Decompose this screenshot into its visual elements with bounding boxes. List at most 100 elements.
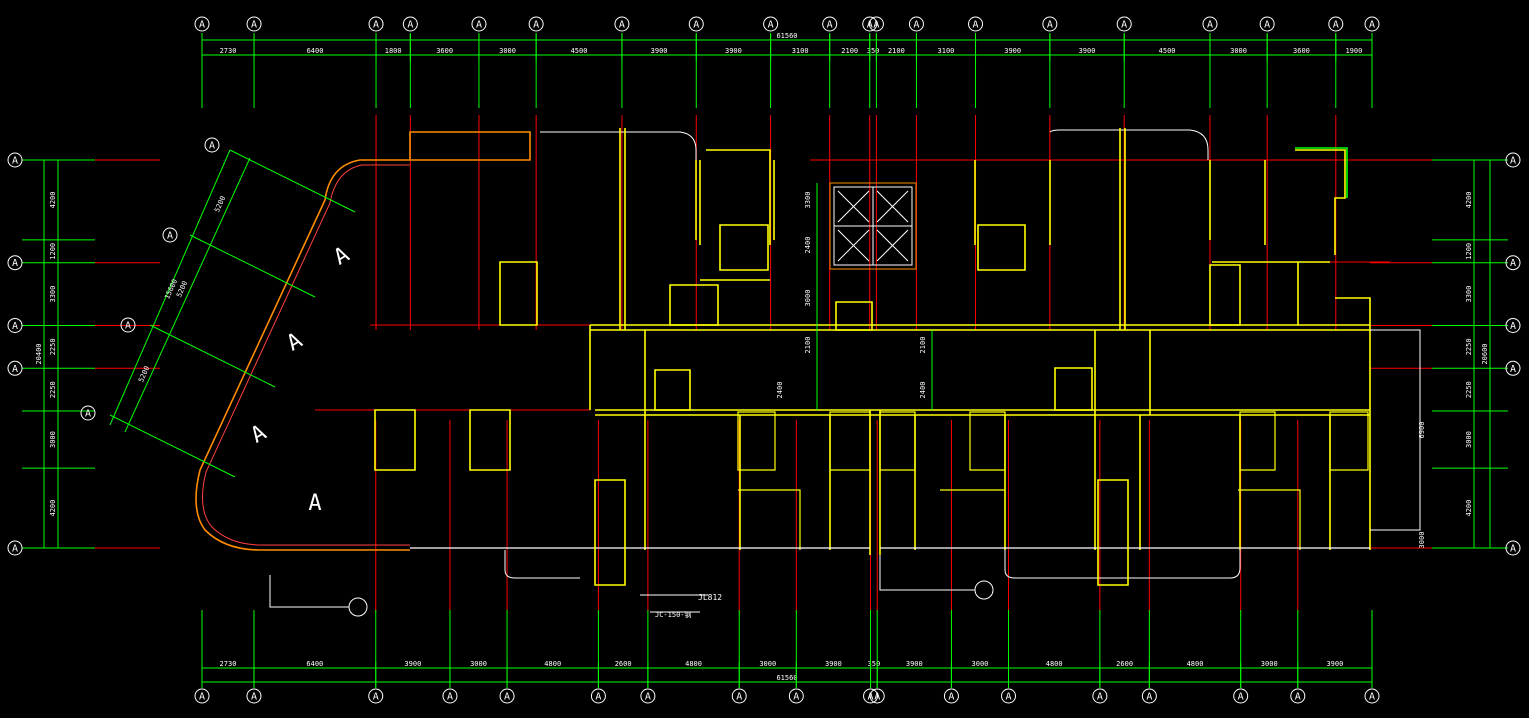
top-total-label: 61560 [776, 32, 797, 40]
bottom-bubble-circle [869, 688, 885, 704]
right-bubble-label: A [1510, 321, 1516, 332]
bottom-segment-label: 3900 [906, 660, 923, 668]
bottom-segment-label: 2600 [1116, 660, 1133, 668]
top-bubble-circle [368, 16, 384, 32]
bottom-bubble-label: A [874, 692, 880, 703]
bottom-segment-label: 3000 [470, 660, 487, 668]
right-bubble-circle [1505, 540, 1521, 556]
top-segment-label: 2100 [841, 47, 858, 55]
top-segment-label: 3000 [499, 47, 516, 55]
bottom-bubble-label: A [1146, 692, 1152, 703]
bottom-segment-label: 3000 [759, 660, 776, 668]
top-segment-label: 2730 [220, 47, 237, 55]
top-bubble-label: A [373, 20, 379, 31]
elevator-core-right [1054, 330, 1151, 415]
top-bubble-label: A [1121, 20, 1127, 31]
bottom-bubble-circle [1092, 688, 1108, 704]
bottom-bubble-circle [499, 688, 515, 704]
top-bubble-circle [246, 16, 262, 32]
right-bubble-circle [1505, 317, 1521, 333]
bottom-segment-label: 6400 [306, 660, 323, 668]
bottom-bubble-circle [731, 688, 747, 704]
top-bubble-circle [1116, 16, 1132, 32]
bottom-segment-label: 350 [868, 660, 881, 668]
bottom-dimension-chain: 2730 6400 3900 3000 4800 2600 4800 3000 3900 350 3… [201, 610, 1373, 688]
top-bubble-circle [868, 16, 884, 32]
bottom-bubble-label: A [1006, 692, 1012, 703]
left-bubble-label: A [12, 156, 18, 167]
bottom-bubble-circle [194, 688, 210, 704]
bottom-bubble-label: A [793, 692, 799, 703]
left-segment-label: 2250 [49, 381, 57, 398]
top-bubble-label: A [1369, 20, 1375, 31]
bottom-segment-label: 3000 [1261, 660, 1278, 668]
right-bubble-circle [1505, 255, 1521, 271]
skylight-outline [829, 182, 917, 270]
top-bubble-circle [862, 16, 878, 32]
bottom-bubble-circle [640, 688, 656, 704]
room-label: A [308, 491, 321, 516]
top-bubble-circle [908, 16, 924, 32]
right-total-label: 20600 [1481, 343, 1489, 364]
top-segment-label: 3900 [1079, 47, 1096, 55]
top-bubble-label: A [1264, 20, 1270, 31]
section-note-text: JC-150-钢 [655, 610, 692, 619]
top-bubble-label: A [1047, 20, 1053, 31]
top-bubble-label: A [407, 20, 413, 31]
diag-bubble-label: A [167, 231, 173, 242]
diag-bubble-circle [204, 137, 220, 153]
balcony-dim-label: 3000 [1418, 532, 1426, 549]
top-bubble-circle [1364, 16, 1380, 32]
bottom-segment-label: 4800 [544, 660, 561, 668]
diag-bubble-label: A [85, 409, 91, 420]
south-rooms [737, 411, 1369, 550]
diag-bubble-circle [162, 227, 178, 243]
top-facade-left [409, 131, 531, 161]
left-unit-walls [619, 128, 775, 330]
bottom-segment-label: 4800 [1046, 660, 1063, 668]
top-segment-label: 4500 [1159, 47, 1176, 55]
left-bubble-circle [7, 317, 23, 333]
curved-wing-inner-wall [201, 164, 410, 546]
top-segment-label: 6400 [307, 47, 324, 55]
right-segment-label: 4200 [1465, 500, 1473, 517]
bottom-segment-label: 4800 [1187, 660, 1204, 668]
top-bubble-circle [528, 16, 544, 32]
top-segment-label: 4500 [571, 47, 588, 55]
top-segment-label: 2100 [888, 47, 905, 55]
bottom-segment-label: 2730 [220, 660, 237, 668]
bottom-total-label: 61560 [776, 674, 797, 682]
bottom-bubble-label: A [1238, 692, 1244, 703]
top-segment-label: 3600 [436, 47, 453, 55]
elevator-core-left [589, 325, 691, 415]
stair-note-text: JL812 [698, 593, 722, 602]
bottom-segment-label: 3900 [404, 660, 421, 668]
core-dim-left-label: 2100 [804, 337, 812, 354]
left-bubble-label: A [12, 544, 18, 555]
bottom-bubble-label: A [447, 692, 453, 703]
left-total-label: 20400 [35, 343, 43, 364]
left-stair [594, 479, 626, 586]
core-dim-right-label: 2100 [919, 337, 927, 354]
top-bubble-label: A [973, 20, 979, 31]
top-bubble-label: A [768, 20, 774, 31]
wing-bath-3 [499, 261, 538, 326]
left-bubble-circle [7, 360, 23, 376]
top-bubble-label: A [1207, 20, 1213, 31]
right-bubble-label: A [1510, 364, 1516, 375]
right-segment-label: 2250 [1465, 338, 1473, 355]
top-bubble-label: A [533, 20, 539, 31]
bottom-segment-label: 3900 [825, 660, 842, 668]
top-bubble-circle [402, 16, 418, 32]
diag-extension [229, 149, 356, 213]
right-segment-label: 4200 [1465, 192, 1473, 209]
top-bubble-label: A [619, 20, 625, 31]
top-bubble-circle [1042, 16, 1058, 32]
bottom-bubble-label: A [373, 692, 379, 703]
top-bubble-circle [1259, 16, 1275, 32]
top-bubble-circle [688, 16, 704, 32]
